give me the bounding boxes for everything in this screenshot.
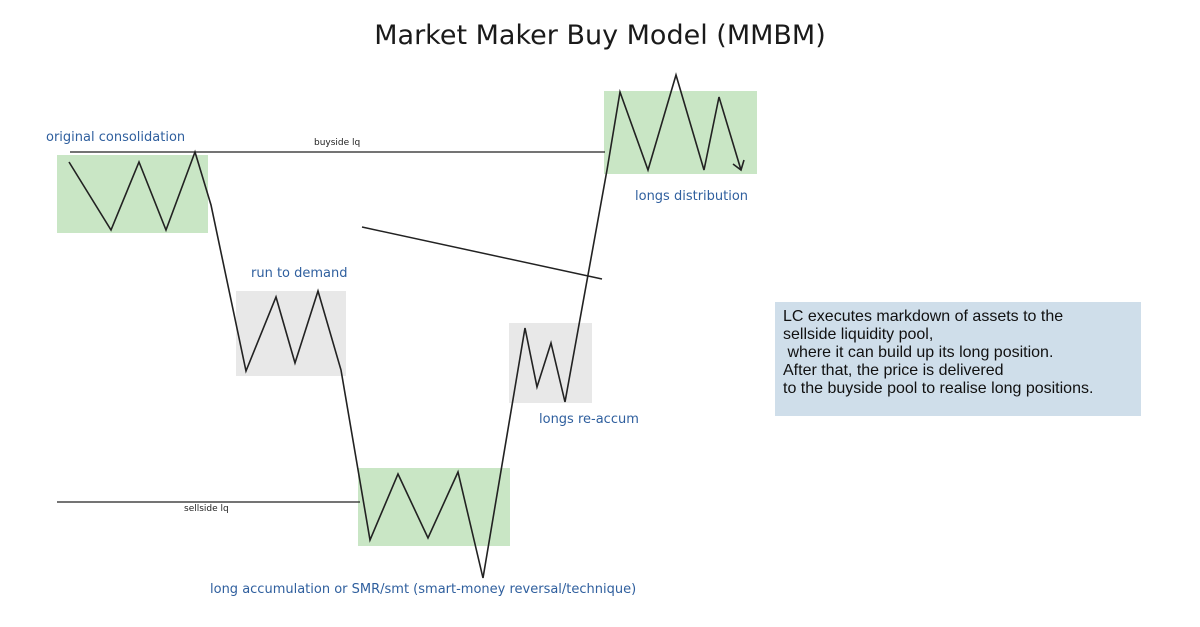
label-long-accumulation: long accumulation or SMR/smt (smart-mone… [210,582,637,597]
label-longs-distribution: longs distribution [635,189,749,204]
note-line: to the buyside pool to realise long posi… [783,380,1094,397]
zone-original-consolidation [57,155,208,233]
note-line: LC executes markdown of assets to the [783,308,1064,325]
note-line: After that, the price is delivered [783,362,1004,379]
label-run-to-demand: run to demand [251,266,348,281]
trend-line [361,226,603,280]
zone-longs-distribution [604,91,757,174]
price-path [68,72,742,579]
note-line: sellside liquidity pool, [783,326,934,343]
label-buyside-lq: buyside lq [314,138,361,148]
label-sellside-lq: sellside lq [184,504,229,514]
label-original-consolidation: original consolidation [46,130,186,145]
zone-longs-reaccum [509,323,592,403]
zone-run-to-demand [236,291,346,376]
diagram-title: Market Maker Buy Model (MMBM) [374,20,826,51]
zone-long-accumulation [358,468,510,546]
arrow-head [732,159,745,172]
label-longs-reaccum: longs re-accum [539,412,639,427]
note-line: where it can build up its long position. [783,344,1054,361]
